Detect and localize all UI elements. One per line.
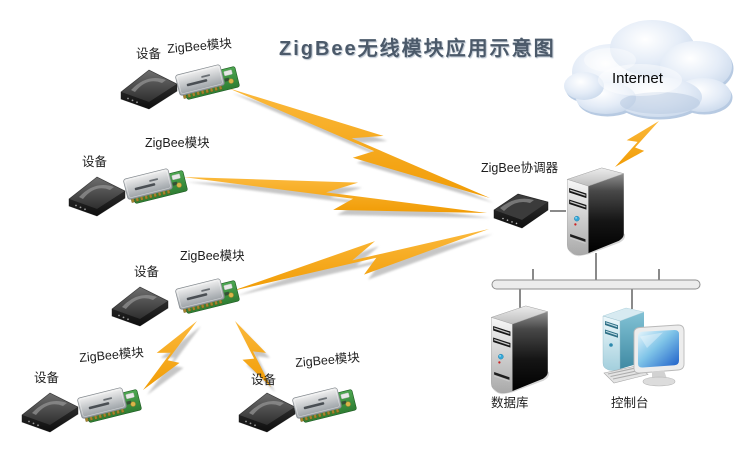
wireless-link-top-left-to-coordinator — [228, 88, 490, 198]
internet-label: Internet — [612, 70, 663, 87]
internet-cloud — [564, 20, 734, 120]
zigbee-module-icon-bottom-middle — [291, 383, 358, 425]
zigbee-module-icon-center — [174, 274, 241, 316]
device-icon-bottom-left — [21, 392, 79, 433]
ethernet-bus — [491, 279, 701, 290]
module-label-mid-left: ZigBee模块 — [145, 136, 210, 150]
zigbee-module-icon-mid-left — [122, 164, 189, 206]
device-icon-top-left — [120, 69, 178, 110]
wireless-link-center-to-bottom-middle — [235, 321, 271, 387]
server-icon — [566, 166, 626, 257]
wireless-link-cloud-to-server — [615, 121, 659, 167]
coordinator-icon — [493, 193, 549, 229]
device-label-center: 设备 — [134, 265, 160, 279]
page-title: ZigBee无线模块应用示意图 — [279, 38, 556, 60]
console-label: 控制台 — [611, 396, 649, 410]
wired-connectors — [519, 210, 660, 309]
wireless-link-mid-left-to-coordinator — [183, 177, 487, 213]
device-label-top-left: 设备 — [136, 47, 162, 61]
device-icon-mid-left — [68, 176, 126, 217]
database-label: 数据库 — [491, 396, 529, 410]
device-label-bottom-left: 设备 — [34, 371, 60, 385]
coordinator-label: ZigBee协调器 — [481, 161, 559, 175]
console-icon — [602, 307, 685, 387]
device-label-mid-left: 设备 — [82, 155, 108, 169]
device-icon-bottom-middle — [238, 392, 296, 433]
wireless-link-center-to-bottom-left — [143, 321, 197, 390]
database-icon — [490, 304, 550, 395]
device-label-bottom-middle: 设备 — [251, 373, 277, 387]
device-icon-center — [111, 286, 169, 327]
zigbee-module-icon-bottom-left — [76, 383, 143, 425]
wireless-link-center-to-coordinator — [232, 229, 489, 291]
zigbee-module-icon-top-left — [174, 60, 241, 102]
module-label-center: ZigBee模块 — [180, 249, 245, 263]
